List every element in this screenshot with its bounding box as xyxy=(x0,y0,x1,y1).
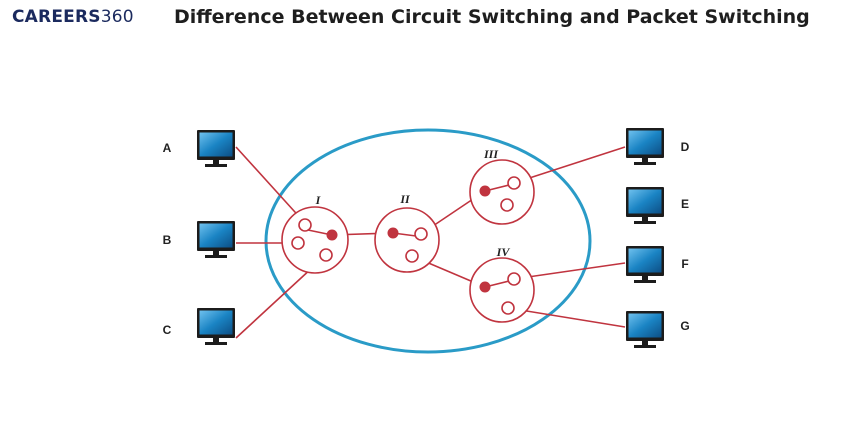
logo-text-careers: CAREERS xyxy=(12,7,101,27)
logo-text-360: 360 xyxy=(100,7,134,27)
page-title: Difference Between Circuit Switching and… xyxy=(174,6,810,28)
computer-label-d: D xyxy=(681,140,690,154)
computer-c: C xyxy=(163,308,235,345)
computer-label-e: E xyxy=(681,197,689,211)
link-switch-iii-d xyxy=(513,146,626,184)
link-switch-iv-g xyxy=(507,307,626,328)
computer-a: A xyxy=(163,130,235,167)
link-a-switch-i xyxy=(235,146,305,223)
computer-b: B xyxy=(163,221,235,258)
computer-label-a: A xyxy=(163,141,172,155)
computer-label-f: F xyxy=(681,257,688,271)
computer-d: D xyxy=(626,128,690,165)
computer-label-g: G xyxy=(680,319,689,333)
careers360-logo[interactable]: CAREERS360 xyxy=(12,7,134,27)
switch-label-ii: II xyxy=(399,192,411,206)
computer-g: G xyxy=(626,311,690,348)
monitor-icon xyxy=(626,311,664,348)
computer-label-c: C xyxy=(163,323,172,337)
switch-label-iv: IV xyxy=(496,245,511,259)
monitor-icon xyxy=(197,130,235,167)
computer-e: E xyxy=(626,187,689,224)
switch-iii xyxy=(469,159,535,225)
network-ring xyxy=(264,128,592,354)
monitor-icon xyxy=(626,187,664,224)
link-switch-iv-f xyxy=(513,262,626,280)
page-header: CAREERS360 Difference Between Circuit Sw… xyxy=(0,0,860,40)
monitor-icon xyxy=(626,246,664,283)
computer-f: F xyxy=(626,246,689,283)
switch-ii xyxy=(374,207,440,273)
switch-label-i: I xyxy=(315,193,322,207)
switch-label-iii: III xyxy=(483,147,499,161)
switch-iv xyxy=(469,257,535,323)
computer-label-b: B xyxy=(163,233,172,247)
monitor-icon xyxy=(197,308,235,345)
monitor-icon xyxy=(626,128,664,165)
monitor-icon xyxy=(197,221,235,258)
switch-i xyxy=(281,206,349,274)
